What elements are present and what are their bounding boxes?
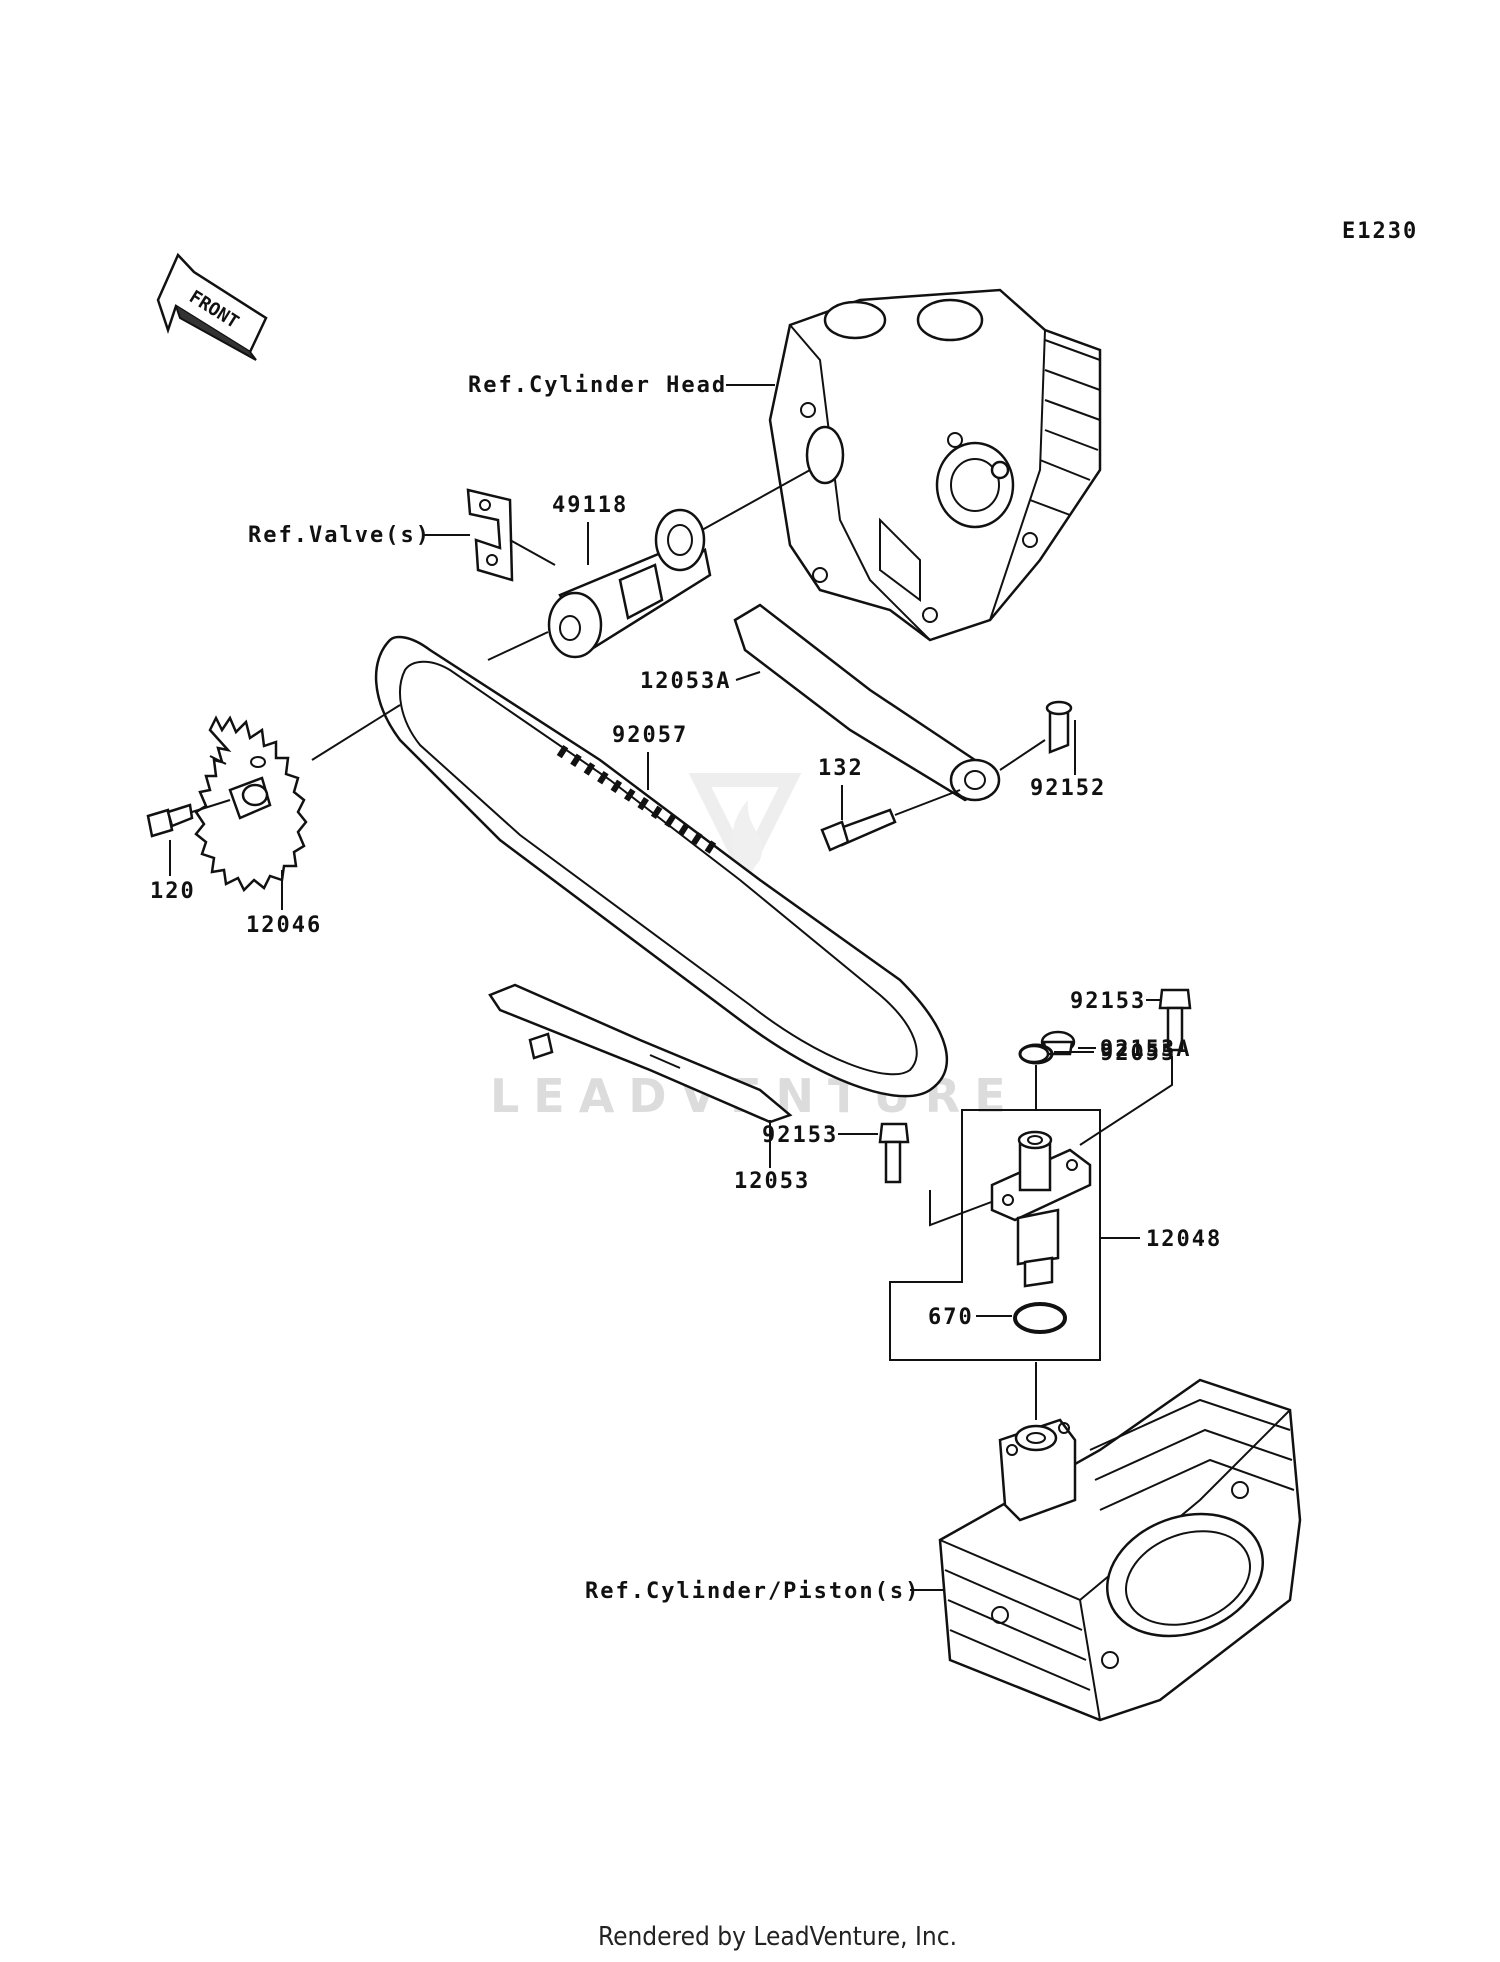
tensioner-bolt-left-drawing bbox=[878, 1122, 910, 1184]
part-49118-label: 49118 bbox=[552, 493, 628, 518]
sprocket-to-chain-line bbox=[311, 704, 401, 761]
part-12053a-leader bbox=[735, 671, 761, 681]
cam-to-chain-line bbox=[487, 631, 549, 661]
part-12048-label: 12048 bbox=[1146, 1227, 1222, 1252]
part-120-label: 120 bbox=[150, 879, 196, 904]
ref-valves-label: Ref.Valve(s) bbox=[248, 523, 431, 548]
part-92153-left-label: 92153 bbox=[762, 1123, 838, 1148]
timing-chain-drawing bbox=[374, 635, 949, 1098]
ref-cylinder-piston-label: Ref.Cylinder/Piston(s) bbox=[585, 1579, 920, 1604]
ref-cylinder-head-label: Ref.Cylinder Head bbox=[468, 373, 727, 398]
sprocket-drawing bbox=[194, 715, 308, 893]
collar-drawing bbox=[1045, 700, 1073, 754]
chain-guide-upper-drawing bbox=[733, 603, 1001, 802]
part-12046-label: 12046 bbox=[246, 913, 322, 938]
bolt-to-guide-line bbox=[894, 789, 961, 816]
part-132-label: 132 bbox=[818, 756, 864, 781]
o-ring-92055-render bbox=[1018, 1043, 1054, 1065]
part-12053-label: 12053 bbox=[734, 1169, 810, 1194]
part-92153-top-label: 92153 bbox=[1070, 989, 1146, 1014]
collar-to-guide-line bbox=[999, 739, 1046, 771]
part-92057-label: 92057 bbox=[612, 723, 688, 748]
bolt-left-to-tensioner-line bbox=[929, 1190, 1011, 1227]
tensioner-group-bracket bbox=[889, 1109, 1101, 1361]
plate-to-cam-line bbox=[509, 539, 556, 566]
bolt-132-drawing bbox=[820, 808, 897, 852]
sprocket-slot-line bbox=[209, 755, 227, 765]
bolt-120-to-sprocket-line bbox=[191, 799, 231, 813]
bolt-120-drawing bbox=[146, 803, 194, 838]
bolt-top-to-tensioner-line bbox=[1079, 1056, 1173, 1146]
part-92153a-label: 92153A bbox=[1100, 1037, 1191, 1062]
watermark-logo-icon bbox=[688, 773, 802, 886]
part-12053a-label: 12053A bbox=[640, 669, 731, 694]
part-92152-label: 92152 bbox=[1030, 776, 1106, 801]
valve-plate-drawing bbox=[466, 488, 514, 582]
camshaft-drawing bbox=[547, 508, 712, 659]
front-arrow-icon: FRONT bbox=[156, 252, 268, 361]
diagram-code: E1230 bbox=[1342, 219, 1418, 244]
tensioner-body-drawing bbox=[990, 1130, 1092, 1288]
footer-credit: Rendered by LeadVenture, Inc. bbox=[598, 1922, 957, 1952]
part-92055-label: 92055 bbox=[1100, 1041, 1176, 1066]
chain-guide-lower-drawing bbox=[488, 983, 793, 1124]
cylinder-head-drawing bbox=[768, 288, 1102, 642]
camshaft-to-head-line bbox=[701, 469, 811, 531]
part-670-label: 670 bbox=[928, 1305, 974, 1330]
tensioner-bolt-top-drawing bbox=[1158, 988, 1192, 1052]
o-ring-670-drawing bbox=[1013, 1302, 1067, 1334]
cylinder-drawing bbox=[938, 1378, 1302, 1722]
